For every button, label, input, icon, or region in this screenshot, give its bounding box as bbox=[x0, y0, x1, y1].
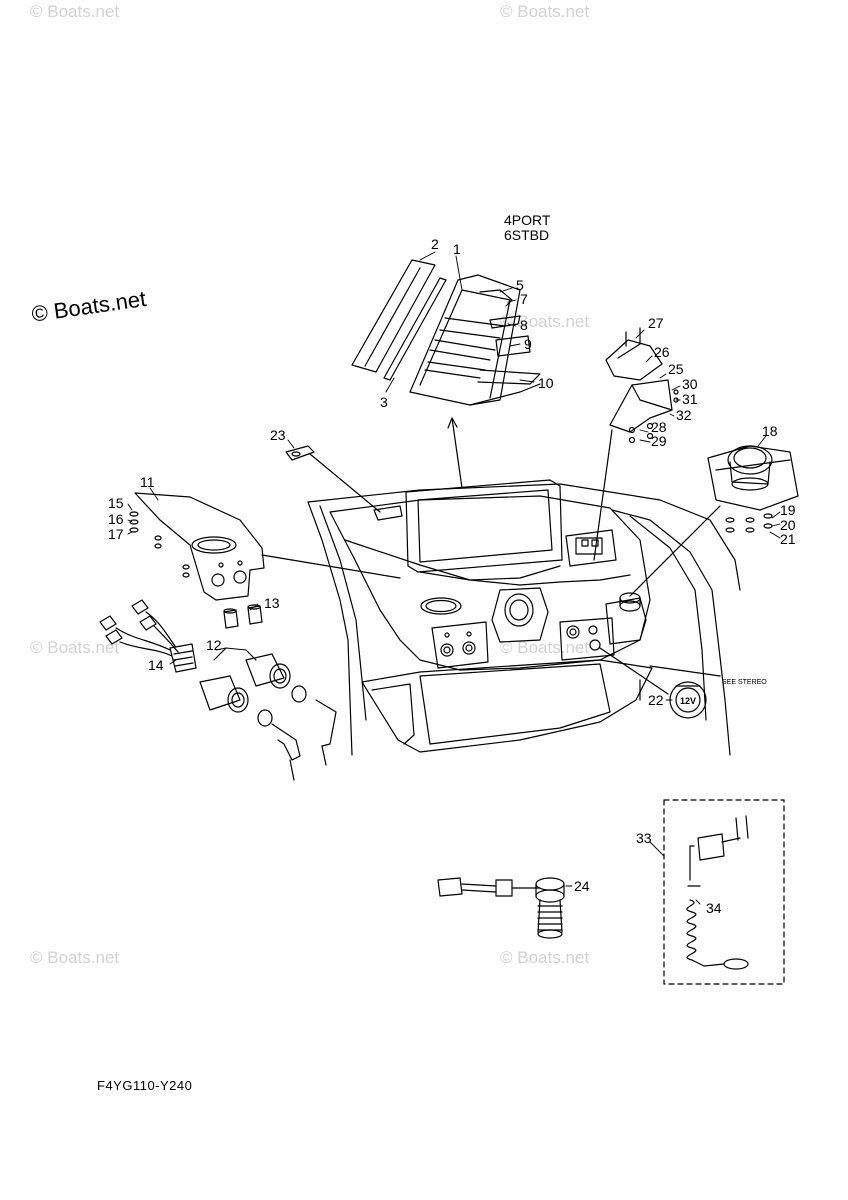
console-body bbox=[307, 483, 741, 756]
panel-washers bbox=[129, 511, 190, 578]
callout-27: 27 bbox=[648, 315, 664, 331]
wiring-harness bbox=[99, 599, 197, 673]
leader-lines bbox=[127, 251, 781, 905]
watermark: © Boats.net bbox=[500, 948, 590, 967]
callout-31: 31 bbox=[682, 391, 698, 407]
see-stereo-note: SEE STEREO bbox=[722, 679, 767, 686]
callout-28: 28 bbox=[651, 419, 667, 435]
callout-34: 34 bbox=[706, 900, 722, 916]
watermark: © Boats.net bbox=[500, 312, 590, 331]
callout-15: 15 bbox=[108, 495, 124, 511]
callout-19: 19 bbox=[780, 502, 796, 518]
callout-1: 1 bbox=[453, 241, 461, 257]
key-switches bbox=[199, 647, 337, 781]
plugs bbox=[223, 604, 263, 629]
callout-11: 11 bbox=[140, 474, 155, 490]
callout-14: 14 bbox=[148, 657, 164, 673]
watermark: © Boats.net bbox=[500, 2, 590, 21]
plug-12v-label: 12V bbox=[680, 696, 696, 706]
callout-10: 10 bbox=[538, 375, 554, 391]
callout-26: 26 bbox=[654, 344, 670, 360]
lanyard-kit bbox=[663, 799, 785, 985]
callout-2: 2 bbox=[431, 236, 439, 252]
callout-8: 8 bbox=[520, 317, 528, 333]
callout-numbers: 4PORT 6STBD 2 1 3 5 7 8 9 10 11 12 13 14… bbox=[108, 212, 796, 916]
display-unit bbox=[405, 479, 563, 581]
key-fob bbox=[285, 445, 403, 521]
port-note-2: 6STBD bbox=[504, 227, 549, 243]
callout-22: 22 bbox=[648, 692, 664, 708]
callout-3: 3 bbox=[380, 394, 388, 410]
callout-33: 33 bbox=[636, 830, 652, 846]
switch-block bbox=[565, 529, 617, 567]
side-panel bbox=[134, 492, 401, 601]
watermark: © Boats.net bbox=[30, 948, 120, 967]
callout-24: 24 bbox=[574, 878, 590, 894]
watermark: © Boats.net bbox=[30, 2, 120, 21]
watermark: © Boats.net bbox=[30, 638, 120, 657]
display-housing-exploded bbox=[351, 259, 541, 489]
mount-bracket bbox=[593, 327, 679, 561]
callout-23: 23 bbox=[270, 427, 286, 443]
callout-16: 16 bbox=[108, 511, 124, 527]
callout-9: 9 bbox=[524, 336, 532, 352]
callout-13: 13 bbox=[264, 595, 280, 611]
callout-30: 30 bbox=[682, 376, 698, 392]
throttle-control bbox=[629, 445, 799, 597]
callout-21: 21 bbox=[780, 531, 796, 547]
callout-29: 29 bbox=[651, 433, 667, 449]
callout-25: 25 bbox=[668, 361, 684, 377]
sensor-cable bbox=[437, 877, 565, 939]
callout-32: 32 bbox=[676, 407, 692, 423]
drawing-code: F4YG110-Y240 bbox=[97, 1078, 193, 1093]
callout-12: 12 bbox=[206, 637, 222, 653]
callout-7: 7 bbox=[520, 291, 528, 307]
watermark: © Boats.net bbox=[500, 638, 590, 657]
port-note-1: 4PORT bbox=[504, 212, 551, 228]
callout-5: 5 bbox=[516, 277, 524, 293]
callout-20: 20 bbox=[780, 517, 796, 533]
callout-17: 17 bbox=[108, 526, 124, 542]
callout-18: 18 bbox=[762, 423, 778, 439]
